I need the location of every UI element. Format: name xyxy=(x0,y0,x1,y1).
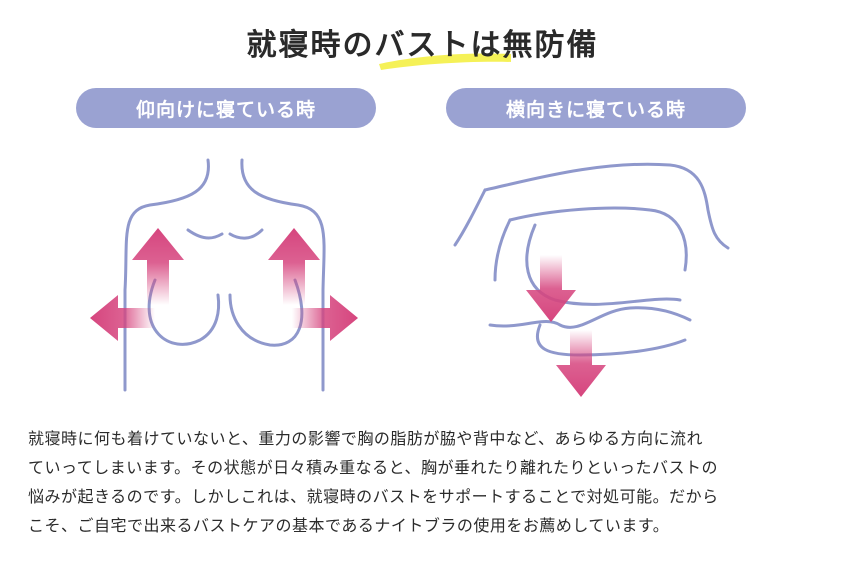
side-shoulder xyxy=(453,188,487,247)
torso-outline-left xyxy=(123,158,210,392)
side-arm-outline xyxy=(483,162,730,250)
arrow-down-upper xyxy=(526,255,576,322)
side-lying-label-pill: 横向きに寝ている時 xyxy=(446,88,746,128)
supine-label-pill: 仰向けに寝ている時 xyxy=(76,88,376,128)
description-paragraph: 就寝時に何も着けていないと、重力の影響で胸の脂肪が脇や背中など、あらゆる方向に流… xyxy=(28,424,823,540)
page-title: 就寝時のバストは無防備 xyxy=(246,28,599,63)
arrows-supine xyxy=(90,228,358,341)
arrow-up-left xyxy=(132,228,184,305)
arrow-up-right xyxy=(268,228,320,305)
description-line-3: 悩みが起きるのです。しかしこれは、就寝時のバストをサポートすることで対処可能。だ… xyxy=(28,487,719,506)
arrow-left xyxy=(90,295,155,341)
arrow-down-lower xyxy=(556,330,606,397)
side-torso-back xyxy=(493,218,512,282)
title-highlight-stroke xyxy=(379,53,511,70)
torso-outline-right xyxy=(240,158,326,392)
side-torso-bottom xyxy=(536,323,687,357)
arrow-right xyxy=(292,295,358,341)
description-line-2: ていってしまいます。その状態が日々積み重なると、胸が垂れたり離れたりといったバス… xyxy=(28,458,718,477)
side-lying-torso-illustration xyxy=(453,162,730,397)
supine-torso-illustration xyxy=(90,158,358,392)
side-lying-label: 横向きに寝ている時 xyxy=(505,98,686,121)
description-line-4: こそ、ご自宅で出来るバストケアの基本であるナイトブラの使用をお薦めしています。 xyxy=(28,516,670,535)
side-breast-lower xyxy=(488,306,692,329)
collarbone-left xyxy=(186,228,224,240)
side-arm-inner xyxy=(508,206,688,272)
title-area: 就寝時のバストは無防備 xyxy=(0,20,845,64)
arrows-side-lying xyxy=(526,255,606,397)
collarbone-right xyxy=(228,228,264,240)
description-line-1: 就寝時に何も着けていないと、重力の影響で胸の脂肪が脇や背中など、あらゆる方向に流… xyxy=(28,429,704,448)
supine-label: 仰向けに寝ている時 xyxy=(135,98,316,121)
